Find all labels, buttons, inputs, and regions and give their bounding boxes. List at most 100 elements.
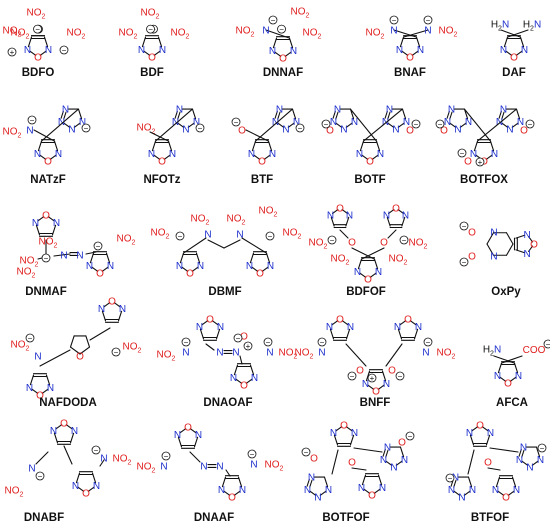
nitrogen-atom: N [325, 485, 332, 496]
nitrogen-atom: N [390, 463, 397, 474]
svg-text:NO2: NO2 [27, 8, 46, 21]
nitrogen-atom: N [148, 149, 155, 160]
nitrogen-atom: N [383, 379, 390, 390]
nitrogen-atom: N [62, 105, 69, 116]
nitro-group: NO2 [141, 8, 160, 21]
nitro-group: NO2 [157, 350, 176, 363]
svg-text:NO2: NO2 [113, 454, 132, 467]
compound-label: BOTFOX [460, 174, 508, 186]
negative-charge-icon: − [41, 253, 51, 263]
oxygen-atom: O [184, 423, 192, 434]
svg-text:NO2: NO2 [151, 228, 170, 241]
nitrogen-atom: N [492, 485, 499, 496]
svg-text:−: − [546, 340, 550, 349]
compound-label: NFOTz [143, 174, 180, 186]
nitrogen-atom: N [26, 383, 33, 394]
negative-charge-icon: − [195, 123, 205, 133]
svg-text:−: − [94, 446, 99, 455]
nitrogen-atom: N [520, 443, 527, 454]
nitrogen-atom: N [79, 117, 86, 128]
oxygen-atom: O [530, 240, 538, 251]
svg-text:NO2: NO2 [3, 127, 22, 140]
svg-text:NO2: NO2 [67, 28, 86, 41]
oxygen-atom: O [228, 493, 236, 504]
nitro-group: NO2 [3, 127, 22, 140]
nitrogen-atom: N [119, 304, 126, 315]
negative-charge-icon: − [181, 337, 191, 347]
compound-label: NAFDODA [39, 397, 97, 409]
nitrogen-atom: N [500, 105, 507, 116]
nitrogen-atom: N [521, 45, 528, 56]
nitrogen-atom: N [239, 485, 246, 496]
nitrogen-atom: N [340, 125, 347, 136]
svg-text:NO2: NO2 [291, 7, 310, 20]
nitrogen-atom: N [314, 493, 321, 504]
oxygen-atom: O [336, 204, 344, 215]
nitrogen-atom: N [176, 105, 183, 116]
nitrogen-atom: N [417, 45, 424, 56]
oxygen-atom: O [336, 315, 344, 326]
nitrogen-atom: N [351, 428, 358, 439]
negative-charge-icon: − [435, 119, 445, 129]
svg-text:NO2: NO2 [227, 214, 246, 227]
nitrogen-atom: N [422, 348, 429, 359]
svg-text:+: + [10, 48, 15, 57]
negative-charge-icon: − [59, 45, 69, 55]
oxygen-atom: O [356, 366, 364, 377]
negative-charge-icon: − [33, 24, 42, 34]
nitro-group: NO2 [309, 238, 328, 251]
nitrogen-atom: N [195, 430, 202, 441]
nitrogen-atom: N [196, 322, 203, 333]
svg-text:NO2: NO2 [283, 228, 302, 241]
negative-charge-icon: − [347, 371, 357, 381]
nitrogen-atom: N [169, 149, 176, 160]
nitrogen-atom: N [448, 105, 455, 116]
compound-label: DNAOAF [203, 397, 252, 409]
compound-label: DNNAF [263, 67, 303, 79]
nitro-group: NO2 [11, 28, 30, 41]
nitrogen-atom: N [172, 117, 179, 128]
oxygen-atom: O [44, 157, 52, 168]
oxygen-atom: O [238, 126, 246, 137]
nitrogen-atom: N [386, 105, 393, 116]
svg-text:NO2: NO2 [137, 462, 156, 475]
nitrogen-atom: N [517, 117, 524, 128]
oxygen-atom: O [484, 458, 492, 469]
svg-text:H2N: H2N [483, 345, 501, 358]
oxygen-atom: O [340, 421, 348, 432]
nitro-group: NO2 [119, 28, 138, 41]
nitrogen-atom: N [318, 348, 325, 359]
nitrogen-atom: N [506, 125, 513, 136]
oxygen-atom: O [464, 157, 472, 168]
nitrogen-atom: N [458, 493, 465, 504]
oxygen-atom: O [240, 381, 248, 392]
svg-text:−: − [330, 236, 335, 245]
compound-label: BOTFOF [322, 512, 369, 524]
nitrogen-atom: N [523, 249, 530, 260]
nitro-group: NO2 [137, 123, 156, 136]
nitro-group: NO2 [331, 254, 350, 267]
nitrogen-atom: N [523, 230, 530, 241]
nitrogen-atom: N [26, 126, 33, 137]
svg-text:−: − [96, 242, 101, 251]
oxygen-atom: O [380, 238, 388, 249]
svg-text:−: − [304, 448, 309, 457]
nitro-group: NO2 [439, 26, 458, 39]
svg-text:NO2: NO2 [389, 254, 408, 267]
svg-text:NO2: NO2 [3, 26, 22, 39]
nitrogen-atom: N [68, 125, 75, 136]
negative-charge-icon: − [161, 451, 171, 461]
